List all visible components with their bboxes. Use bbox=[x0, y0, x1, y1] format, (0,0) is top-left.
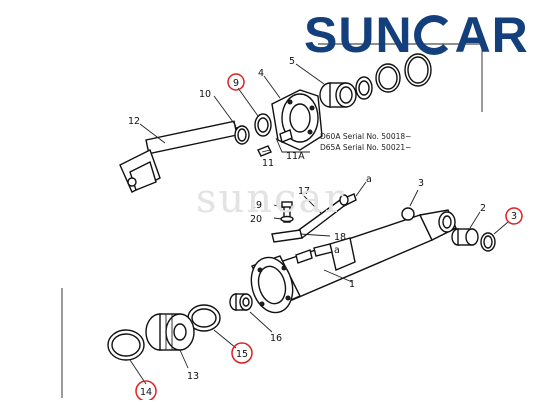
label-part-14: 14 bbox=[140, 387, 152, 398]
label-part-2: 2 bbox=[480, 203, 486, 214]
part-18-clamp bbox=[271, 229, 303, 243]
part-11a-plate bbox=[279, 129, 293, 143]
label-part-3-circled: 3 bbox=[511, 211, 517, 222]
highlight-circle-3 bbox=[505, 207, 523, 225]
leader-lines bbox=[129, 63, 509, 385]
label-part-17: 17 bbox=[298, 186, 310, 197]
serial-note-d65a: D65A Serial No. 50021~ bbox=[320, 143, 412, 152]
label-part-13: 13 bbox=[187, 371, 199, 382]
watermark-text: suncar bbox=[196, 176, 346, 222]
label-part-a-bottom: a bbox=[334, 245, 340, 256]
logo-text-prefix: SUN bbox=[304, 7, 413, 63]
label-part-4: 4 bbox=[258, 68, 264, 79]
part-13-piston bbox=[145, 313, 195, 351]
label-part-1: 1 bbox=[349, 279, 355, 290]
label-part-18: 18 bbox=[334, 232, 346, 243]
suncar-logo: SUN AR bbox=[304, 10, 529, 60]
part-16-bushing bbox=[229, 293, 253, 311]
label-part-15: 15 bbox=[236, 349, 248, 360]
frame-line-top bbox=[318, 43, 483, 112]
label-part-16: 16 bbox=[270, 333, 282, 344]
label-part-20: 20 bbox=[250, 214, 262, 225]
label-part-9: 9 bbox=[233, 78, 239, 89]
part-labels: 12 10 9 4 5 11 11A 17 a 19 20 18 a 3 2 3… bbox=[128, 56, 517, 398]
label-part-11: 11 bbox=[262, 158, 274, 169]
label-part-11a: 11A bbox=[286, 151, 305, 162]
part-3-bushing-small bbox=[401, 207, 415, 221]
part-1-cylinder-tube bbox=[250, 209, 457, 314]
label-part-a-top: a bbox=[366, 174, 372, 185]
serial-note-d60a: D60A Serial No. 50018~ bbox=[320, 132, 412, 141]
logo-text-suffix: AR bbox=[454, 7, 529, 63]
highlight-circle-15 bbox=[231, 342, 253, 364]
label-part-19: 19 bbox=[250, 200, 262, 211]
label-part-3-top: 3 bbox=[418, 178, 424, 189]
highlight-circle-9 bbox=[227, 73, 245, 91]
label-part-5: 5 bbox=[289, 56, 295, 67]
logo-c-ring-icon bbox=[413, 15, 454, 55]
part-4-cylinder-head bbox=[271, 89, 323, 151]
label-part-12: 12 bbox=[128, 116, 140, 127]
label-part-10: 10 bbox=[199, 89, 211, 100]
part-5-bushing bbox=[319, 82, 357, 108]
part-2-bushing bbox=[451, 228, 479, 246]
